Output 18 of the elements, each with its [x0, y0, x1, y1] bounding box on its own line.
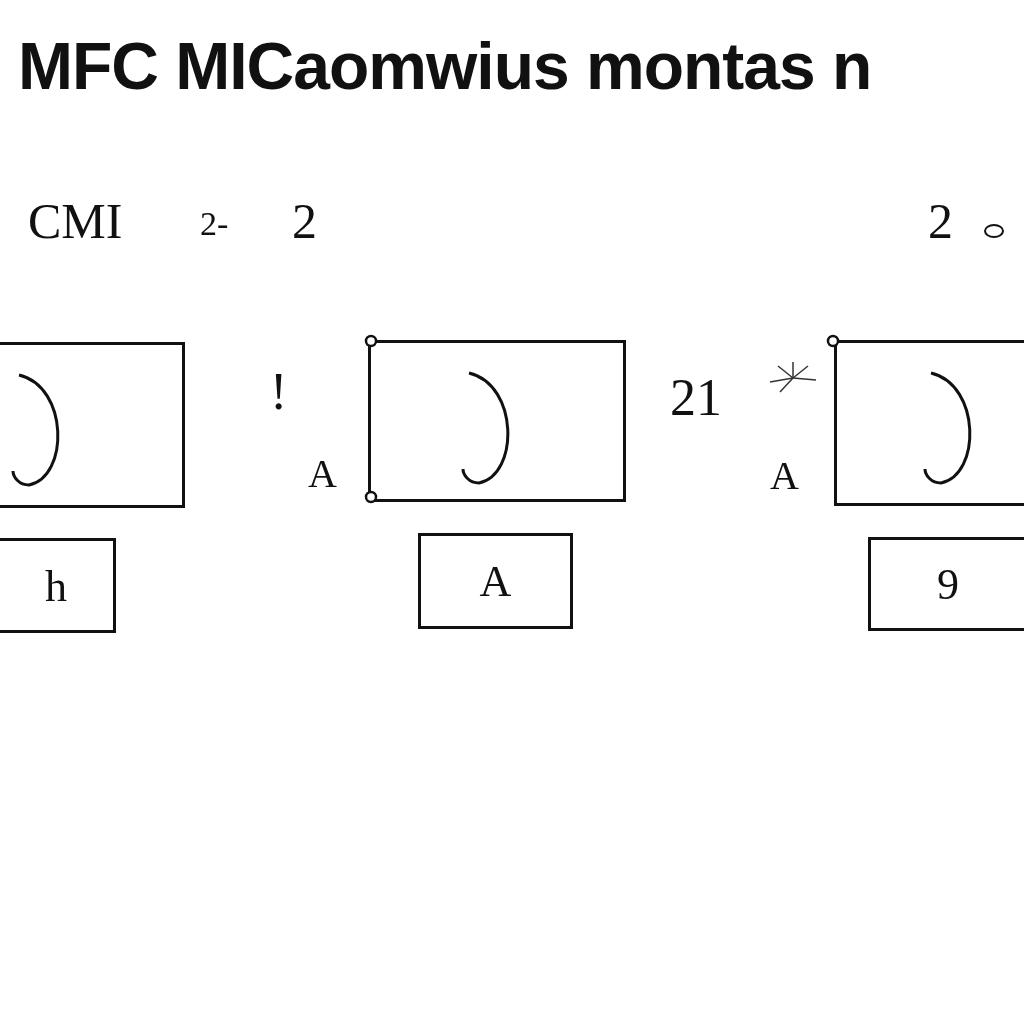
label: 2 [928, 192, 953, 250]
label: A [770, 452, 799, 499]
sketch-box [368, 340, 626, 502]
label: ! [270, 362, 288, 421]
sketch-box [0, 342, 185, 508]
label: 2- [200, 205, 229, 243]
box-letter: A [478, 555, 513, 607]
box-letter: h [44, 560, 68, 611]
label: A [308, 450, 337, 497]
label: CMI [28, 192, 123, 250]
text-box [868, 537, 1024, 631]
label: 21 [670, 368, 722, 427]
text-box [0, 538, 116, 633]
diagram-title: MFC MICaomwius montas n [18, 28, 872, 104]
box-letter: 9 [936, 558, 960, 610]
text-box [418, 533, 573, 629]
sketch-box [834, 340, 1024, 506]
label: 2 [292, 192, 317, 250]
